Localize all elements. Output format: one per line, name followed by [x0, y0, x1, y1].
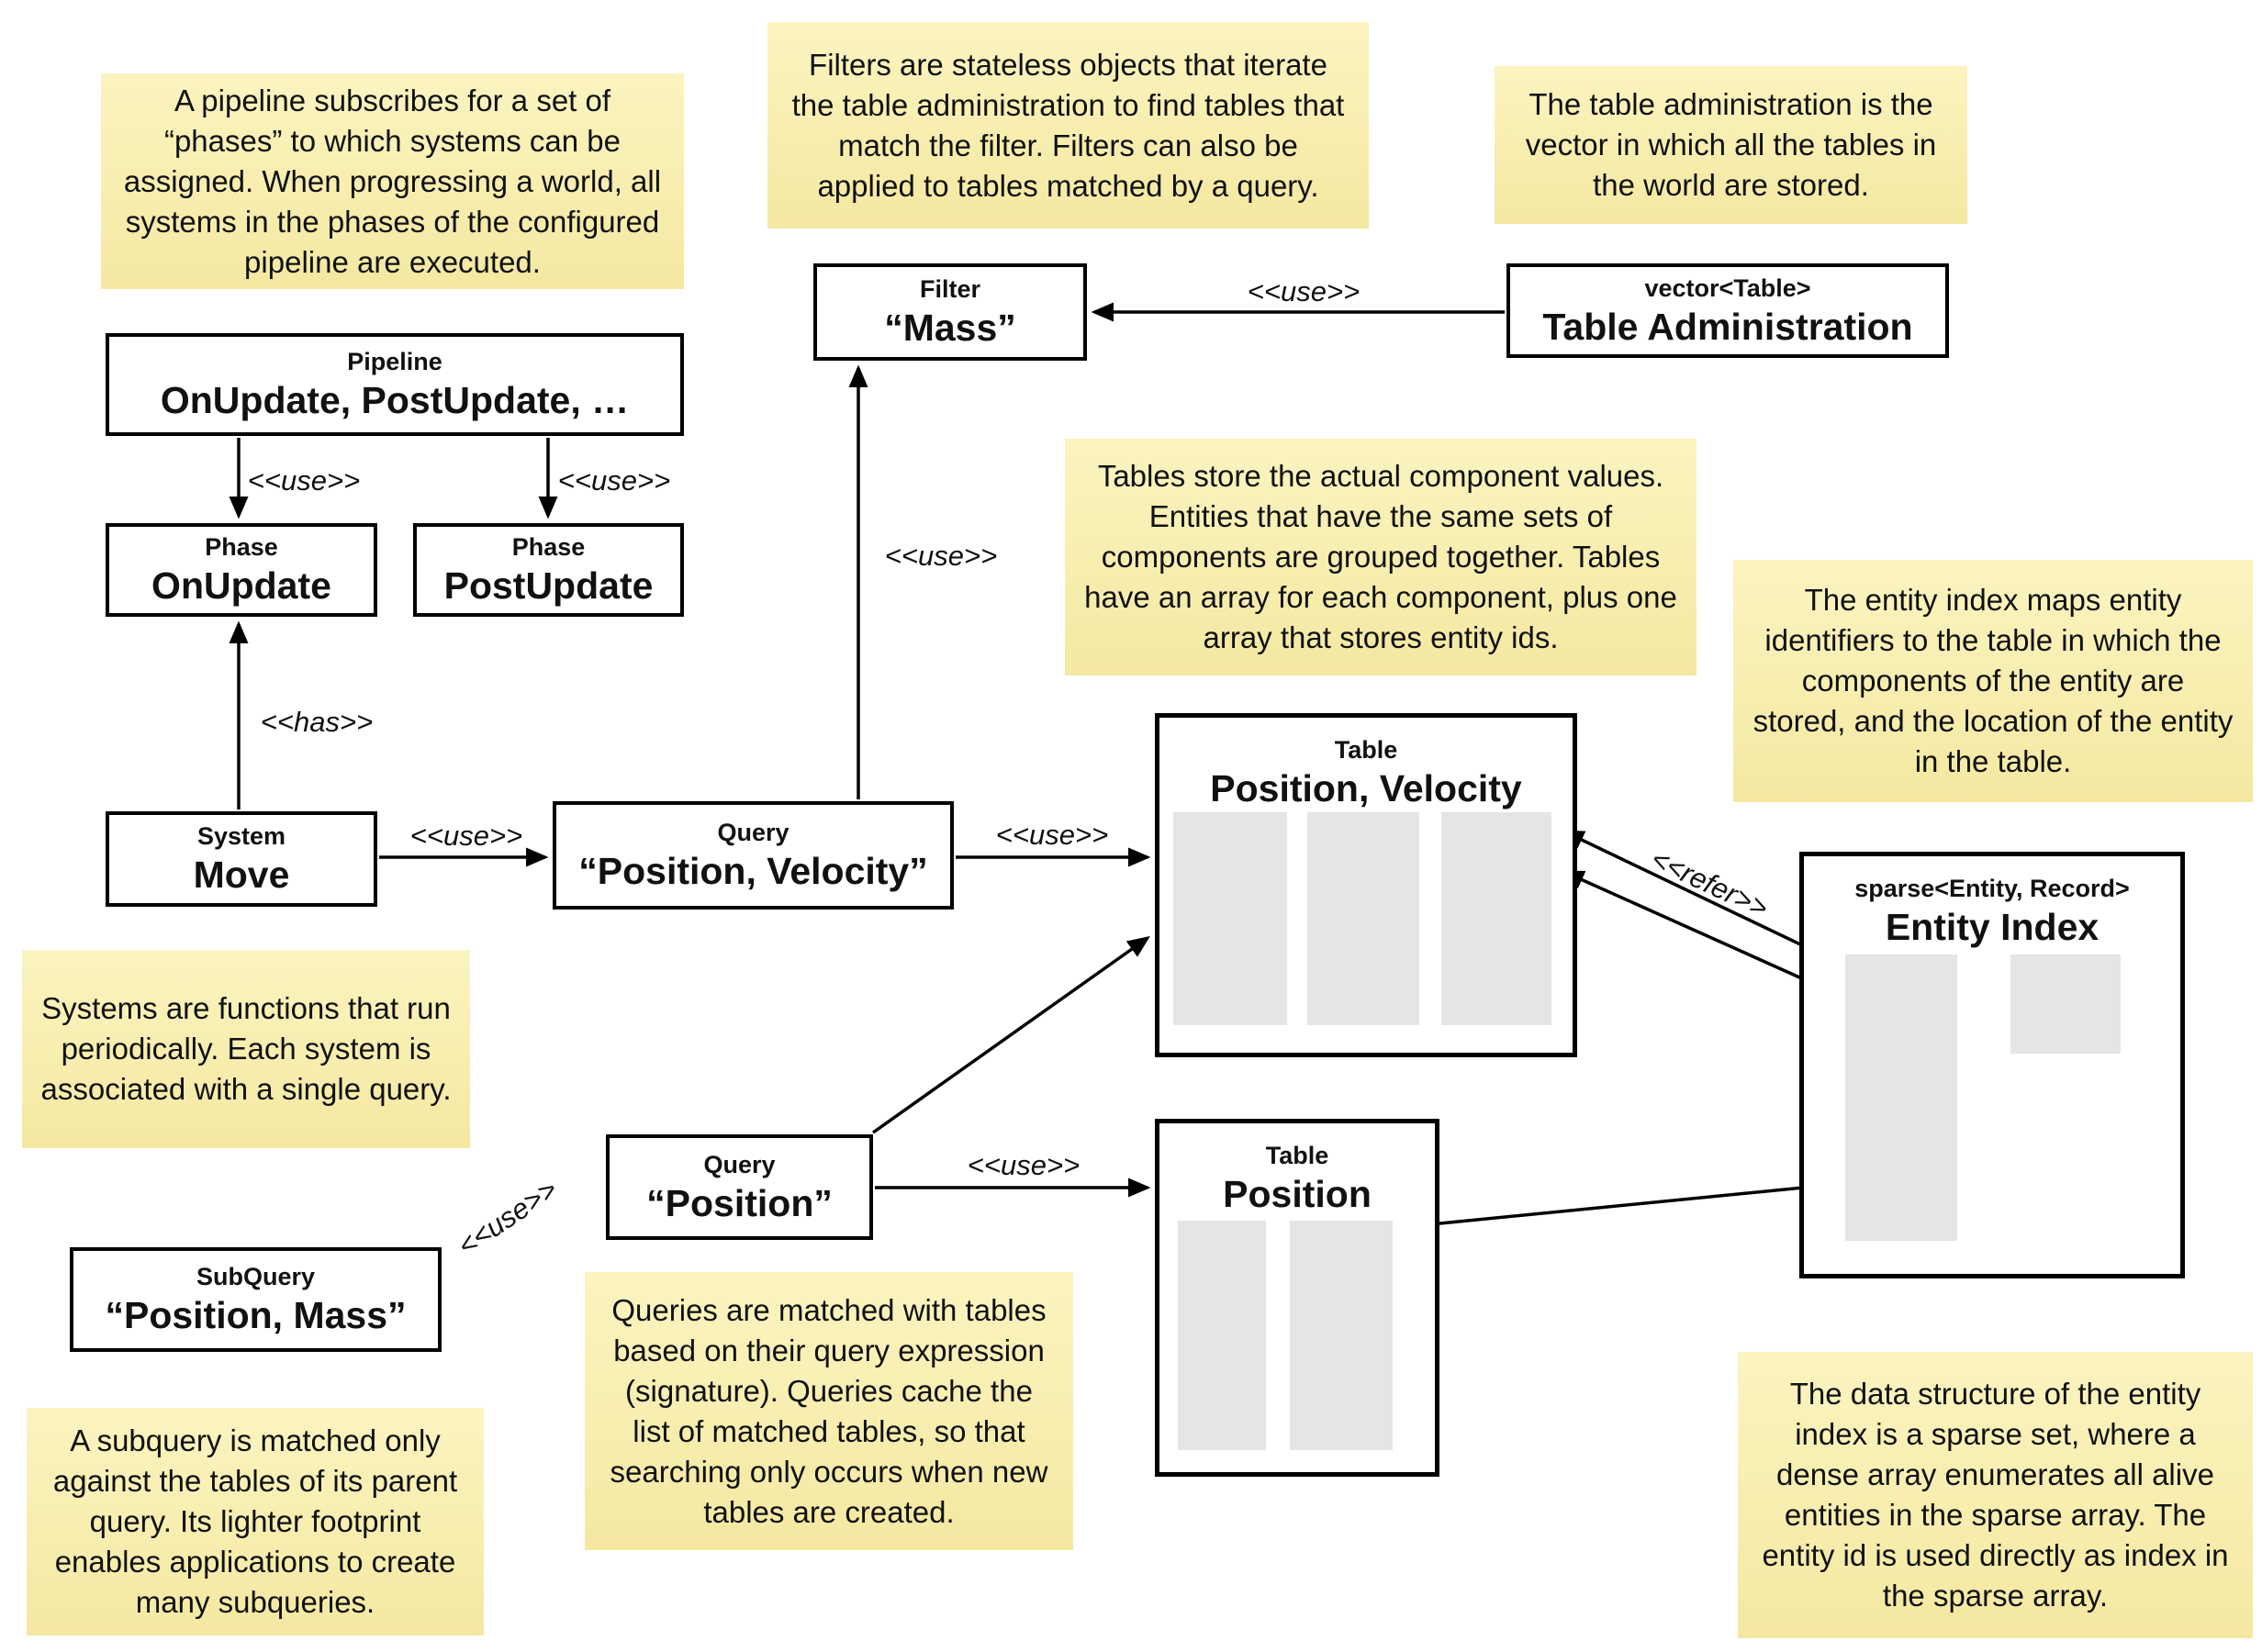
label-use-system-query: <<use>> — [409, 820, 523, 852]
note-sparse-set: The data structure of the entity index i… — [1738, 1352, 2253, 1638]
label-use-tableadmin-filter: <<use>> — [1247, 275, 1361, 307]
dense-array — [2010, 954, 2121, 1054]
note-filters: Filters are stateless objects that itera… — [767, 22, 1369, 229]
box-table-administration: vector<Table> Table Administration — [1506, 263, 1949, 358]
box-table-position: Table Position — [1155, 1119, 1439, 1477]
box-system-move-value: Move — [193, 854, 290, 896]
box-phase-onupdate-title: Phase — [205, 533, 278, 561]
label-use-pipeline-postupdate: <<use>> — [557, 464, 671, 497]
box-table-position-velocity: Table Position, Velocity — [1155, 713, 1577, 1057]
component-array-1 — [1178, 1221, 1266, 1450]
box-filter-mass: Filter “Mass” — [813, 263, 1087, 361]
box-subquery-value: “Position, Mass” — [105, 1294, 407, 1336]
note-tables: Tables store the actual component values… — [1065, 439, 1696, 675]
arrow-entityindex-to-tablepos — [1399, 1182, 1842, 1235]
box-query-position: Query “Position” — [606, 1134, 873, 1240]
box-entity-index-value: Entity Index — [1885, 906, 2100, 948]
note-subquery: A subquery is matched only against the t… — [27, 1408, 484, 1635]
component-array-2 — [1307, 812, 1419, 1025]
box-filter-mass-value: “Mass” — [884, 307, 1016, 349]
box-system-move: System Move — [106, 811, 377, 907]
box-query-position-value: “Position” — [646, 1181, 833, 1224]
note-entity-index: The entity index maps entity identifiers… — [1733, 560, 2253, 802]
label-use-pipeline-onupdate: <<use>> — [247, 464, 361, 497]
label-use-query-filter: <<use>> — [884, 540, 998, 572]
arrow-entityindex-refer-tablepv-1 — [1561, 830, 1842, 966]
arrow-querypos-to-tablepv — [871, 935, 1150, 1134]
note-queries: Queries are matched with tables based on… — [585, 1272, 1073, 1550]
box-query-position-velocity: Query “Position, Velocity” — [553, 801, 954, 910]
box-subquery: SubQuery “Position, Mass” — [70, 1247, 442, 1352]
box-table-administration-title: vector<Table> — [1644, 273, 1811, 302]
component-array-1 — [1173, 812, 1287, 1025]
label-use-querypv-tablepv: <<use>> — [995, 819, 1109, 851]
box-table-position-velocity-value: Position, Velocity — [1210, 767, 1522, 809]
component-array-3 — [1441, 812, 1551, 1025]
box-phase-postupdate: Phase PostUpdate — [413, 523, 684, 617]
component-array-2 — [1290, 1221, 1393, 1450]
box-pipeline: Pipeline OnUpdate, PostUpdate, … — [106, 333, 684, 436]
box-pipeline-value: OnUpdate, PostUpdate, … — [160, 379, 630, 421]
box-entity-index-title: sparse<Entity, Record> — [1854, 875, 2130, 902]
label-use-querypos-tablepos: <<use>> — [967, 1149, 1081, 1181]
box-table-position-title: Table — [1265, 1142, 1329, 1169]
box-subquery-title: SubQuery — [196, 1263, 316, 1290]
box-pipeline-title: Pipeline — [347, 348, 442, 375]
box-entity-index: sparse<Entity, Record> Entity Index — [1799, 852, 2185, 1278]
box-filter-mass-title: Filter — [919, 275, 980, 303]
sparse-array — [1845, 954, 1957, 1241]
arrow-entityindex-refer-tablepv-2 — [1561, 870, 1842, 998]
box-query-position-title: Query — [703, 1150, 776, 1178]
box-phase-postupdate-value: PostUpdate — [443, 564, 654, 607]
box-query-position-velocity-value: “Position, Velocity” — [578, 850, 928, 892]
box-phase-onupdate: Phase OnUpdate — [106, 523, 377, 617]
box-query-position-velocity-title: Query — [717, 819, 789, 846]
box-system-move-title: System — [196, 822, 286, 850]
box-phase-onupdate-value: OnUpdate — [151, 564, 331, 607]
box-phase-postupdate-title: Phase — [511, 533, 586, 561]
box-table-administration-value: Table Administration — [1542, 305, 1913, 348]
note-systems: Systems are functions that run periodica… — [22, 950, 470, 1148]
note-table-administration: The table administration is the vector i… — [1495, 66, 1967, 224]
box-table-position-value: Position — [1223, 1173, 1372, 1215]
box-table-position-velocity-title: Table — [1334, 736, 1398, 764]
note-pipeline: A pipeline subscribes for a set of “phas… — [101, 73, 684, 289]
label-has-system-phase: <<has>> — [260, 706, 374, 738]
